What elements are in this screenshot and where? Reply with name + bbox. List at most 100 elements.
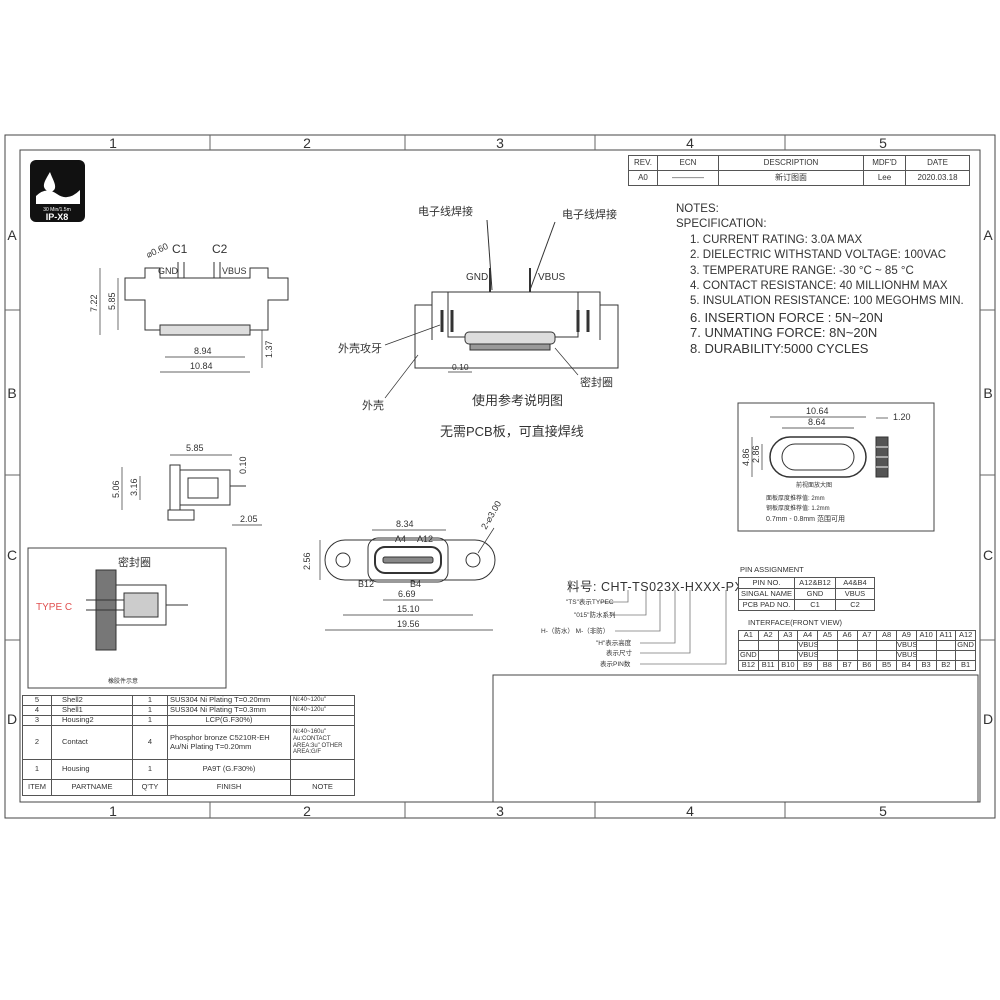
top-1510: 15.10 bbox=[397, 604, 420, 614]
bom-row: 3 Housing2 1 LCP(G.F30%) bbox=[22, 715, 355, 726]
zone-labels: 1 2 3 4 5 1 2 3 4 5 A B C D A B C D bbox=[7, 135, 993, 819]
front-137: 1.37 bbox=[264, 340, 274, 358]
interface-cell: A12 bbox=[955, 630, 976, 641]
interface-top-signals-row: VBUS VBUS GND bbox=[738, 640, 976, 651]
bom-row: 5 Shell2 1 SUS304 Ni Plating T=0.20mm Ni… bbox=[22, 695, 355, 706]
pin-cell: A12&B12 bbox=[793, 577, 836, 589]
bom-note: Ni:40~160u" Au:CONTACT AREA:3u" OTHER AR… bbox=[290, 725, 355, 760]
bom-note: Ni:40~120u" bbox=[290, 695, 355, 706]
interface-cell: B7 bbox=[836, 660, 858, 671]
top-flange-outline bbox=[324, 539, 496, 581]
zone-right-d: D bbox=[983, 711, 993, 727]
pin-cell: C1 bbox=[793, 599, 836, 611]
shell-leader bbox=[384, 354, 419, 399]
interface-cell bbox=[915, 640, 937, 651]
zone-bottom-5: 5 bbox=[879, 803, 887, 819]
zone-top-4: 4 bbox=[686, 135, 694, 151]
bom-qty: 1 bbox=[132, 759, 168, 780]
top-834: 8.34 bbox=[396, 519, 414, 529]
bom-row: 4 Shell1 1 SUS304 Ni Plating T=0.3mm Ni:… bbox=[22, 705, 355, 716]
zone-top-2: 2 bbox=[303, 135, 311, 151]
bom-finish: LCP(G.F30%) bbox=[167, 715, 291, 726]
revision-table: REV. ECN DESCRIPTION MDF'D DATE A0 ———— … bbox=[628, 155, 970, 186]
front-c1: C1 bbox=[172, 242, 188, 256]
interface-cell: A10 bbox=[915, 630, 937, 641]
bom-qty: 1 bbox=[132, 695, 168, 706]
interface-cell: B9 bbox=[797, 660, 818, 671]
interface-cell: VBUS bbox=[797, 650, 818, 661]
usage-view bbox=[384, 219, 619, 399]
bom-partname: Contact bbox=[51, 725, 133, 760]
interface-top-pins-row: A1 A2 A3 A4 A5 A6 A7 A8 A9 A10 A11 A12 bbox=[738, 630, 976, 641]
top-hole: 2-⌀3.00 bbox=[479, 499, 503, 531]
usage-vbus: VBUS bbox=[538, 272, 566, 283]
detail-frame bbox=[27, 547, 227, 689]
notes-title: NOTES: bbox=[676, 203, 719, 215]
bom-item: 5 bbox=[22, 695, 52, 706]
interface-table: A1 A2 A3 A4 A5 A6 A7 A8 A9 A10 A11 A12 V… bbox=[738, 630, 976, 671]
pn-legend-lines bbox=[600, 590, 727, 665]
date-header: DATE bbox=[905, 155, 970, 171]
top-a4: A4 bbox=[395, 534, 406, 544]
pin-row: PIN NO. A12&B12 A4&B4 bbox=[738, 577, 875, 589]
front-gnd: GND bbox=[158, 266, 179, 276]
zone-ticks bbox=[5, 135, 995, 818]
note-item: 7. UNMATING FORCE: 8N~20N bbox=[690, 325, 878, 341]
bom-note: Ni:40~120u" bbox=[290, 705, 355, 716]
interface-cell: A7 bbox=[856, 630, 878, 641]
pin-assignment-title: PIN ASSIGNMENT bbox=[740, 565, 804, 574]
ecn-value: ———— bbox=[657, 170, 719, 186]
top-256: 2.56 bbox=[302, 552, 312, 570]
notes-subtitle: SPECIFICATION: bbox=[676, 218, 767, 231]
seal-leader bbox=[554, 347, 579, 376]
water-wave-icon bbox=[36, 190, 80, 204]
interface-cell bbox=[817, 650, 838, 661]
front-vbus: VBUS bbox=[222, 266, 247, 276]
outer-frame bbox=[4, 134, 996, 819]
interface-cell: A9 bbox=[896, 630, 917, 641]
interface-cell bbox=[738, 640, 759, 651]
interface-cell: A5 bbox=[817, 630, 838, 641]
usage-shell: 外壳 bbox=[362, 398, 384, 412]
cutout-frame bbox=[737, 402, 935, 532]
bom-item: 1 bbox=[22, 759, 52, 780]
bom-row: 2 Contact 4 Phosphor bronze C5210R-EH Au… bbox=[22, 725, 355, 760]
detail-drawing bbox=[86, 569, 188, 651]
top-1956: 19.56 bbox=[397, 619, 420, 629]
water-drop-icon bbox=[43, 172, 56, 192]
interface-cell: B4 bbox=[896, 660, 917, 671]
top-housing bbox=[367, 537, 449, 583]
detail-labels: 密封圈 TYPE C 橡胶件示意 bbox=[36, 555, 151, 685]
rev-header: REV. bbox=[628, 155, 658, 171]
badge-subtext: 30 Min/1.5m bbox=[43, 207, 71, 213]
pin-row: PCB PAD NO. C1 C2 bbox=[738, 599, 875, 611]
interface-cell bbox=[955, 650, 976, 661]
badge-rating: IP-X8 bbox=[46, 212, 69, 222]
bom-partname: Shell1 bbox=[51, 705, 133, 716]
cutout-inner bbox=[781, 443, 855, 471]
usage-thread: 外壳攻牙 bbox=[338, 341, 382, 355]
side-view bbox=[121, 454, 262, 526]
description-header: DESCRIPTION bbox=[718, 155, 864, 171]
front-1084: 10.84 bbox=[190, 361, 213, 371]
interface-cell bbox=[856, 640, 878, 651]
wire-left bbox=[486, 219, 493, 291]
interface-cell bbox=[777, 650, 799, 661]
bom-qty: 1 bbox=[132, 715, 168, 726]
note-item: 3. TEMPERATURE RANGE: -30 °C ~ 85 °C bbox=[690, 264, 914, 277]
zone-bottom-4: 4 bbox=[686, 803, 694, 819]
front-body-outline bbox=[124, 267, 289, 331]
bom-partname: Shell2 bbox=[51, 695, 133, 706]
usage-caption1: 使用参考说明图 bbox=[472, 393, 563, 408]
bom-item: 4 bbox=[22, 705, 52, 716]
interface-cell: B12 bbox=[738, 660, 759, 671]
interface-cell: B11 bbox=[757, 660, 779, 671]
interface-cell: A4 bbox=[797, 630, 818, 641]
usage-connector-body bbox=[447, 291, 579, 338]
top-view bbox=[319, 527, 496, 631]
pin-cell: C2 bbox=[834, 599, 875, 611]
pin-cell: SINGAL NAME bbox=[738, 588, 795, 600]
rev-value: A0 bbox=[628, 170, 658, 186]
bom-partname: Housing bbox=[51, 759, 133, 780]
